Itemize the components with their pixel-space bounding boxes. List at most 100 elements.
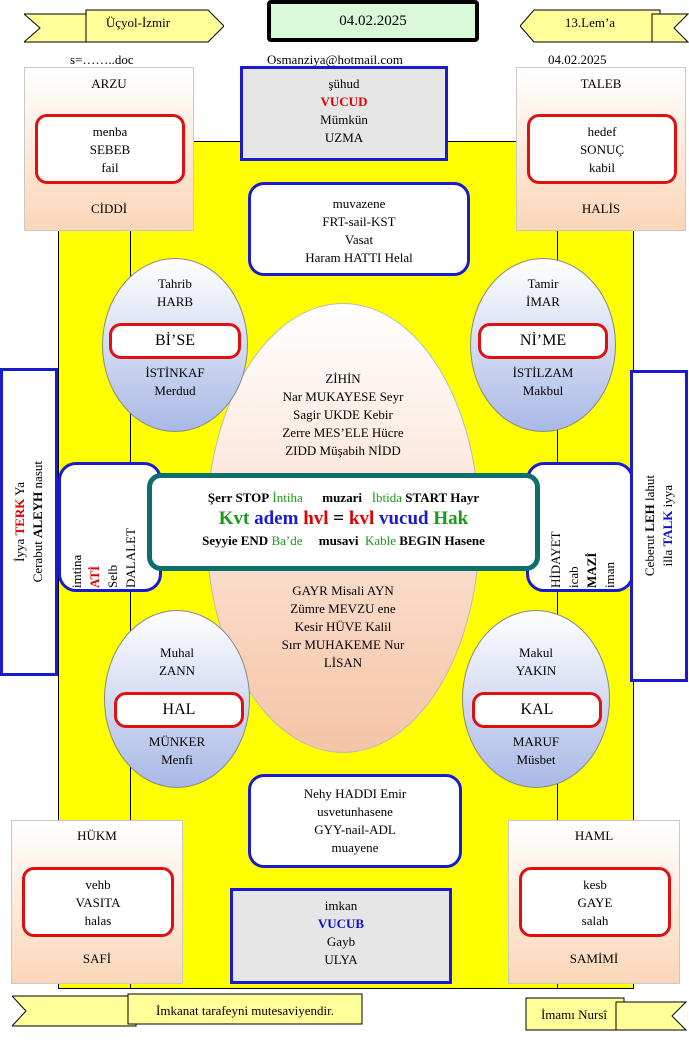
- right-tab: [526, 462, 634, 592]
- panel-text: vehb: [85, 877, 111, 892]
- footer-ribbon-left: [12, 993, 363, 1027]
- center-line: Sagir UKDE Kebir: [293, 407, 393, 422]
- right-tab-text: HİDAYET icab MAZİ iman: [538, 466, 628, 588]
- tab-text: Selb: [105, 564, 120, 588]
- eq-part: muzari: [302, 490, 372, 505]
- central-equation-box: Şerr STOP İntiha muzari İbtida START Hay…: [147, 473, 540, 571]
- center-upper-text: ZİHİN Nar MUKAYESE Seyr Sagir UKDE Kebir…: [206, 370, 480, 460]
- email-label: Osmanziya@hotmail.com: [267, 52, 403, 67]
- bottom-center-line: VUCUB: [317, 916, 365, 931]
- ellipse-text: İMAR: [526, 294, 560, 309]
- ellipse-bottom-right-top: Makul YAKIN: [462, 644, 610, 680]
- ellipse-text: Makul: [519, 645, 553, 660]
- ellipse-text: Makbul: [522, 383, 564, 398]
- left-side-panel: İyya TERK Ya Cerabut ALEYH nasut: [0, 368, 58, 676]
- top-center-line: VUCUD: [320, 94, 368, 109]
- panel-text: salah: [581, 913, 609, 928]
- panel-text: kesb: [583, 877, 607, 892]
- panel-bottom-left-title: HÜKM: [77, 828, 117, 843]
- eq-part: Kvt: [218, 508, 255, 529]
- ellipse-text: HARB: [156, 294, 194, 309]
- eq-part: Ba’de: [268, 533, 303, 548]
- eq-part: END: [240, 533, 269, 548]
- ellipse-bottom-right-box: KAL: [472, 692, 602, 728]
- eq-part: Şerr: [207, 490, 236, 505]
- upper-mid-line: muvazene: [332, 196, 386, 211]
- panel-top-left-title: ARZU: [91, 76, 127, 91]
- center-line: GAYR Misali AYN: [292, 583, 394, 598]
- ellipse-text: Merdud: [154, 383, 196, 398]
- upper-mid-line: Haram HATTI Helal: [305, 250, 413, 265]
- eq-part: Kable: [364, 533, 397, 548]
- panel-top-right-footer: HALİS: [581, 201, 621, 216]
- panel-bottom-right: HAML kesb GAYE salah SAMİMİ: [508, 820, 680, 984]
- footer-right-label: İmamı Nursî: [540, 1007, 608, 1022]
- side-part: TERK: [12, 498, 27, 536]
- bottom-center-line: imkan: [324, 898, 358, 913]
- side-part: iyya: [660, 485, 675, 511]
- tab-text: imtina: [69, 554, 84, 588]
- eq-part: hvl: [298, 508, 329, 529]
- ellipse-box-label: Nİ’ME: [519, 332, 567, 349]
- footer-ribbon-right: [525, 997, 688, 1031]
- panel-text: menba: [92, 124, 128, 139]
- panel-text: SONUÇ: [579, 142, 625, 157]
- center-line: Zümre MEVZU ene: [290, 601, 396, 616]
- center-line: Zerre MES’ELE Hücre: [282, 425, 404, 440]
- eq-part: Hak: [428, 508, 469, 529]
- side-part: illa: [660, 546, 675, 567]
- bottom-center-line: ULYA: [324, 952, 358, 967]
- panel-bottom-right-footer: SAMİMİ: [569, 951, 619, 966]
- panel-text: halas: [84, 913, 112, 928]
- top-center-line: UZMA: [324, 130, 364, 145]
- tab-text: ATİ: [87, 565, 102, 588]
- eq-part: İbtida: [371, 490, 403, 505]
- header-left-label: Üçyol-İzmir: [105, 15, 171, 30]
- panel-top-left-inner: menba SEBEB fail: [35, 114, 185, 184]
- date-box-label: 04.02.2025: [339, 13, 407, 29]
- side-line: İyya TERK Ya: [11, 482, 29, 562]
- ellipse-text: Menfi: [161, 752, 193, 767]
- side-part: LEH: [642, 504, 657, 533]
- ellipse-bottom-left-box: HAL: [114, 692, 244, 728]
- ellipse-text: MARUF: [512, 734, 560, 749]
- side-line: Ceberut LEH lahut: [641, 475, 659, 576]
- panel-bottom-right-inner: kesb GAYE salah: [519, 867, 671, 937]
- ellipse-bottom-left-top: Muhal ZANN: [104, 644, 250, 680]
- bottom-center-box: imkan VUCUB Gayb ULYA: [230, 888, 452, 984]
- center-line: ZİHİN: [325, 371, 361, 386]
- panel-top-left: ARZU menba SEBEB fail CİDDİ: [24, 67, 194, 231]
- ellipse-text: İSTİNKAF: [145, 365, 205, 380]
- ellipse-text: Müsbet: [516, 752, 556, 767]
- eq-part: BEGIN: [396, 533, 442, 548]
- lower-mid-line: usvetunhasene: [317, 804, 393, 819]
- eq-part: START: [402, 490, 447, 505]
- side-part: TALK: [660, 510, 675, 547]
- panel-bottom-left-inner: vehb VASITA halas: [22, 867, 174, 937]
- panel-text: GAYE: [577, 895, 613, 910]
- panel-text: fail: [101, 160, 119, 175]
- ellipse-text: Tamir: [527, 276, 559, 291]
- eq-part: Seyyie: [202, 533, 241, 548]
- ellipse-box-label: HAL: [162, 701, 196, 718]
- footer-left-label: İmkanat tarafeyni mutesaviyendir.: [156, 1003, 334, 1018]
- top-center-box: şühud VUCUD Mümkün UZMA: [240, 66, 448, 161]
- upper-mid-line: FRT-sail-KST: [322, 214, 396, 229]
- ellipse-top-left-bottom: İSTİNKAF Merdud: [102, 364, 248, 400]
- side-part: İyya: [12, 535, 27, 562]
- ellipse-box-label: KAL: [520, 701, 554, 718]
- file-label: s=……..doc: [70, 52, 134, 67]
- center-line: Kesir HÜVE Kalil: [294, 619, 392, 634]
- ellipse-bottom-left-bottom: MÜNKER Menfi: [104, 733, 250, 769]
- center-line: Nar MUKAYESE Seyr: [282, 389, 404, 404]
- upper-mid-box: muvazene FRT-sail-KST Vasat Haram HATTI …: [248, 182, 470, 276]
- tab-text: iman: [602, 562, 617, 588]
- eq-part: STOP: [235, 490, 270, 505]
- tab-text: icab: [566, 566, 581, 588]
- side-part: Cerabut: [30, 538, 45, 583]
- ellipse-text: Muhal: [160, 645, 194, 660]
- panel-top-right-inner: hedef SONUÇ kabil: [527, 114, 677, 184]
- center-lower-text: GAYR Misali AYN Zümre MEVZU ene Kesir HÜ…: [206, 582, 480, 672]
- date-small-label: 04.02.2025: [548, 52, 607, 67]
- panel-bottom-right-title: HAML: [574, 828, 614, 843]
